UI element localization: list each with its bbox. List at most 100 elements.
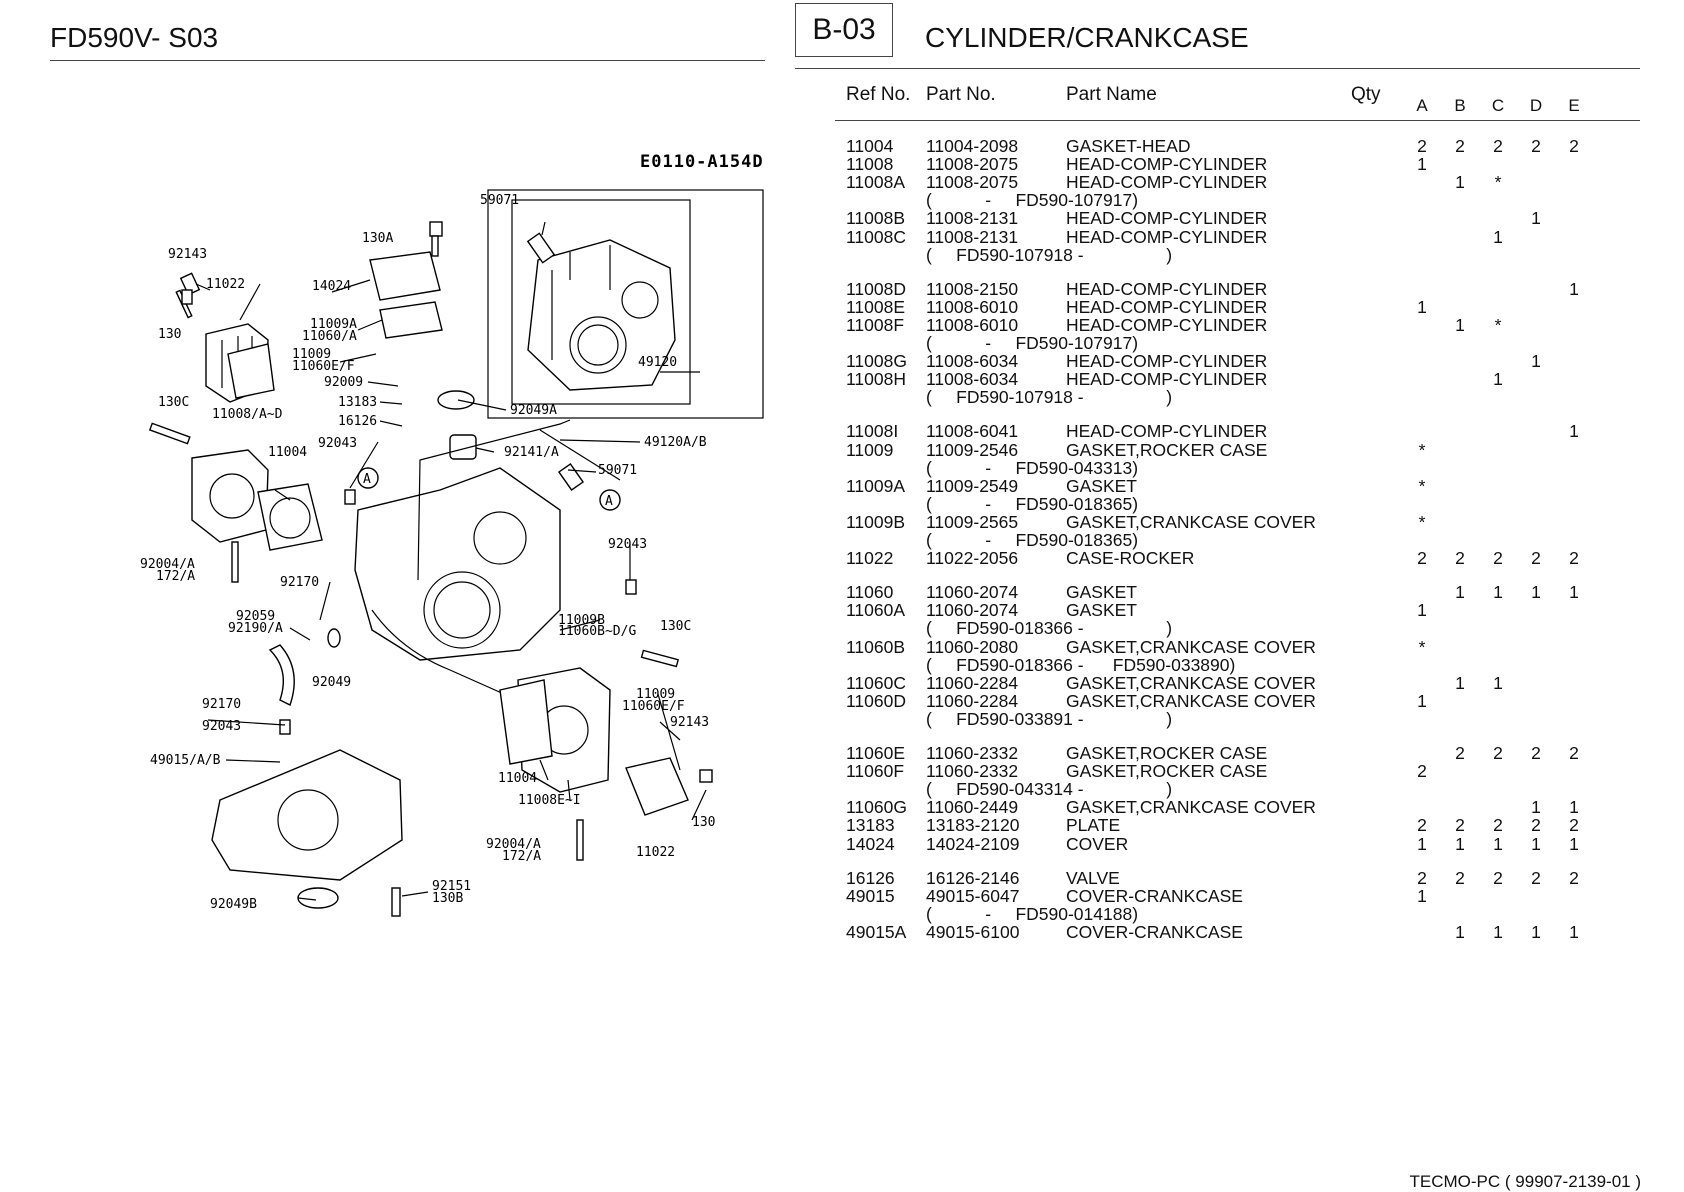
label-11060b-d-g: 11060B~D/G bbox=[558, 624, 636, 639]
part-no: 13183-2120 bbox=[926, 815, 1020, 836]
label-11060ef-right: 11060E/F bbox=[622, 699, 685, 714]
table-header: Ref No. Part No. Part Name Qty A B C D E bbox=[835, 84, 1640, 120]
qty-e: 1 bbox=[1569, 797, 1579, 818]
stud-92004 bbox=[231, 541, 239, 583]
qty-c: 1 bbox=[1493, 921, 1503, 942]
qty-d: 2 bbox=[1531, 867, 1541, 888]
qty-a: * bbox=[1418, 636, 1426, 657]
part-no: 11060-2284 bbox=[926, 690, 1019, 711]
qty-b: 1 bbox=[1455, 582, 1465, 603]
part-name: HEAD-COMP-CYLINDER bbox=[1066, 154, 1268, 175]
part-name: HEAD-COMP-CYLINDER bbox=[1066, 369, 1268, 390]
label-92170-bottom: 92170 bbox=[202, 697, 241, 712]
pin-92043-mid bbox=[344, 489, 356, 505]
label-13183: 13183 bbox=[338, 395, 377, 410]
serial-range-row: ( - FD590-014188) bbox=[835, 905, 1640, 923]
part-no: 49015-6100 bbox=[926, 921, 1020, 942]
callout-a-right bbox=[599, 489, 621, 511]
qty-d: 2 bbox=[1531, 743, 1541, 763]
label-11009-right: 11009 bbox=[636, 687, 675, 702]
qty-a: 2 bbox=[1417, 867, 1427, 888]
qty-b: 1 bbox=[1455, 921, 1465, 942]
part-no: 11009-2546 bbox=[926, 439, 1019, 460]
label-11009b: 11009B bbox=[558, 613, 605, 628]
part-name: CASE-ROCKER bbox=[1066, 548, 1195, 569]
qty-b: 2 bbox=[1455, 548, 1465, 569]
ref-no: 11060A bbox=[846, 600, 906, 621]
callout-a-right-text: A bbox=[605, 494, 613, 509]
footer-reference: TECMO-PC ( 99907-2139-01 ) bbox=[1409, 1172, 1641, 1191]
qty-c: 1 bbox=[1493, 369, 1503, 390]
part-no: 11008-2131 bbox=[926, 226, 1019, 247]
part-no: 11009-2565 bbox=[926, 511, 1019, 532]
qty-c: 2 bbox=[1493, 743, 1503, 763]
serial-range-row: ( - FD590-018365) bbox=[835, 495, 1640, 513]
label-leaders bbox=[195, 279, 707, 901]
crankcase-cover-hole bbox=[277, 789, 339, 851]
ref-no: 11022 bbox=[846, 548, 894, 569]
qty-b: 1 bbox=[1455, 314, 1465, 335]
part-no: 11060-2449 bbox=[926, 797, 1019, 818]
qty-e: 2 bbox=[1569, 867, 1579, 888]
qty-b: 2 bbox=[1455, 136, 1465, 156]
serial-range-row: ( FD590-018366 - FD590-033890) bbox=[835, 656, 1640, 674]
part-name: COVER-CRANKCASE bbox=[1066, 885, 1243, 906]
serial-range-row: ( FD590-018366 - ) bbox=[835, 619, 1640, 637]
ref-no: 11009 bbox=[846, 439, 894, 460]
label-172-a-left: 172/A bbox=[156, 569, 195, 584]
qty-e: 1 bbox=[1569, 921, 1579, 942]
qty-a: * bbox=[1418, 511, 1426, 532]
qty-a: 1 bbox=[1417, 885, 1427, 906]
ref-no: 13183 bbox=[846, 815, 895, 836]
serial-range-row: ( - FD590-043313) bbox=[835, 459, 1640, 477]
label-49015-a-b: 49015/A/B bbox=[150, 753, 221, 768]
part-no: 16126-2146 bbox=[926, 867, 1020, 888]
serial-range-row: ( FD590-107918 - ) bbox=[835, 246, 1640, 264]
ref-no: 11008C bbox=[846, 226, 907, 247]
variant-b-header: B bbox=[1454, 96, 1466, 115]
part-no: 11008-2075 bbox=[926, 172, 1019, 193]
label-11004-left: 11004 bbox=[268, 445, 307, 460]
crankcase-cover bbox=[211, 749, 403, 881]
label-11004-right: 11004 bbox=[498, 771, 537, 786]
part-no: 49015-6047 bbox=[926, 885, 1020, 906]
part-name: HEAD-COMP-CYLINDER bbox=[1066, 296, 1268, 317]
label-92049: 92049 bbox=[312, 675, 351, 690]
qty-c: * bbox=[1494, 172, 1502, 193]
qty-d: 1 bbox=[1531, 208, 1541, 229]
serial-range: ( - FD590-043313) bbox=[926, 457, 1139, 478]
part-name: HEAD-COMP-CYLINDER bbox=[1066, 226, 1268, 247]
qty-c: 2 bbox=[1493, 815, 1503, 836]
serial-range-row: ( FD590-033891 - ) bbox=[835, 710, 1640, 728]
pin-92143-left bbox=[181, 289, 193, 305]
bolt-130-left bbox=[179, 272, 201, 296]
qty-a: 1 bbox=[1417, 833, 1427, 854]
callout-a-left-text: A bbox=[363, 472, 371, 487]
ref-no: 11004 bbox=[846, 136, 894, 156]
ref-no: 11008H bbox=[846, 369, 907, 390]
label-49120a-b: 49120A/B bbox=[644, 435, 707, 450]
label-92043-low: 92043 bbox=[202, 719, 241, 734]
ref-no: 11008E bbox=[846, 296, 906, 317]
serial-range: ( - FD590-018365) bbox=[926, 493, 1139, 514]
part-name: GASKET-HEAD bbox=[1066, 136, 1191, 156]
inset-leaders bbox=[541, 221, 700, 373]
inset-bore bbox=[569, 316, 627, 374]
head-gasket-right bbox=[499, 679, 553, 765]
seal-92049a bbox=[437, 390, 475, 410]
rocker-case-right bbox=[625, 757, 689, 816]
qty-e: 2 bbox=[1569, 136, 1579, 156]
label-16126: 16126 bbox=[338, 414, 377, 429]
part-name: PLATE bbox=[1066, 815, 1121, 836]
label-172-a-right: 172/A bbox=[502, 849, 541, 864]
label-11060ef-left: 11060E/F bbox=[292, 359, 355, 374]
variant-a-header: A bbox=[1416, 96, 1428, 115]
pin-92043-low bbox=[279, 719, 291, 735]
label-130-left: 130 bbox=[158, 327, 181, 342]
